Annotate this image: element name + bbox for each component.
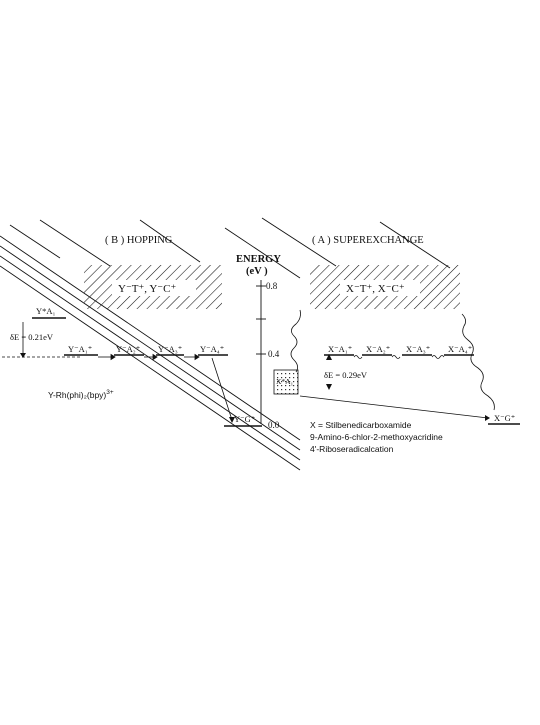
superexchange-state-a1: X⁻A₁⁺	[328, 344, 352, 354]
hopping-bridge-label: Y⁻T⁺, Y⁻C⁺	[118, 283, 176, 295]
superexchange-state-a3: X⁻A₃⁺	[406, 344, 430, 354]
wavy-left	[290, 309, 301, 373]
legend-item-2: 9-Amino-6-chlor-2-methoxyacridine	[310, 432, 443, 442]
superexchange-title: ( A ) SUPEREXCHANGE	[312, 235, 424, 246]
hopping-state-a1: Y⁻A₁⁺	[68, 344, 92, 354]
hopping-panel: Y*A₁ δE = 0.21eV Y⁻A₁⁺ Y⁻A₂⁺ Y⁻A₃⁺ Y⁻A₄⁺…	[2, 306, 262, 427]
diagonal-lines	[0, 217, 451, 471]
superexchange-delta-e: δE = 0.29eV	[324, 370, 368, 380]
superexchange-final-state: X⁻G⁺	[494, 413, 515, 423]
energy-axis: ENERGY (eV ) 0.8 0.4 0.0	[236, 254, 281, 430]
hopping-state-a4: Y⁻A₄⁺	[200, 344, 224, 354]
superexchange-bridge-label: X⁻T⁺, X⁻C⁺	[346, 283, 405, 295]
energy-tick-0-4: 0.4	[268, 349, 280, 359]
superexchange-donor-box	[273, 369, 299, 395]
energy-tick-0-8: 0.8	[266, 281, 278, 291]
superexchange-box-label: X*A₁	[276, 377, 294, 386]
superexchange-panel: X*A₁ X⁻A₁⁺ X⁻A₂⁺ X⁻A₃⁺ X⁻A₄⁺ δE = 0.29eV…	[273, 309, 520, 425]
legend-item-3: 4'-Riboseradicalcation	[310, 444, 394, 454]
legend: X = Stilbenedicarboxamide 9-Amino-6-chlo…	[310, 420, 443, 454]
hopping-donor-label: Y*A₁	[36, 306, 56, 316]
hopping-title: ( B ) HOPPING	[105, 235, 173, 246]
hopping-delta-e: δE = 0.21eV	[10, 332, 54, 342]
superexchange-state-a2: X⁻A₂⁺	[366, 344, 390, 354]
hopping-final-state: Y⁻G⁺	[234, 414, 255, 424]
hopping-state-a3: Y⁻A₃⁺	[158, 344, 182, 354]
superexchange-state-a4: X⁻A₄⁺	[448, 344, 472, 354]
legend-item-1: X = Stilbenedicarboxamide	[310, 420, 412, 430]
energy-axis-title: ENERGY	[236, 254, 281, 265]
hopping-state-a2: Y⁻A₂⁺	[116, 344, 140, 354]
wavy-right	[461, 313, 495, 411]
hopping-complex: Y-Rh(phi)₂(bpy)3+	[48, 389, 114, 400]
energy-axis-unit: (eV )	[246, 266, 268, 277]
energy-tick-0-0: 0.0	[268, 420, 280, 430]
